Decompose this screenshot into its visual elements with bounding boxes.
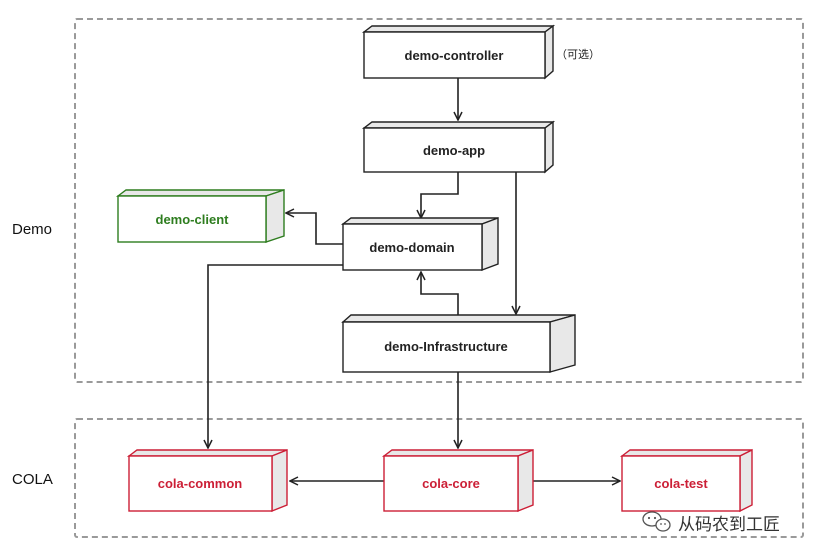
- node-demo-client: demo-client: [115, 189, 285, 243]
- node-demo-infrastructure: demo-Infrastructure: [341, 314, 576, 373]
- node-cola-common: cola-common: [126, 448, 288, 513]
- node-demo-app: demo-app: [361, 120, 556, 174]
- node-cola-test: cola-test: [619, 448, 753, 513]
- watermark-text: 从码农到工匠: [678, 515, 780, 534]
- optional-note: （可选）: [556, 49, 600, 61]
- node-cola-test-label: cola-test: [654, 476, 708, 491]
- demo-group-box: [74, 18, 804, 383]
- node-demo-domain-label: demo-domain: [369, 240, 454, 255]
- node-cola-core-label: cola-core: [422, 476, 480, 491]
- node-demo-app-label: demo-app: [423, 143, 485, 158]
- edge-domain-client: [286, 213, 343, 245]
- node-demo-infrastructure-label: demo-Infrastructure: [384, 339, 508, 354]
- cola-group-label: COLA: [12, 471, 53, 488]
- node-demo-controller: demo-controller: [361, 24, 556, 80]
- edge-domain-cola-common: [208, 264, 343, 448]
- cola-group-box: [74, 418, 804, 538]
- node-cola-core: cola-core: [381, 448, 534, 513]
- demo-group-label: Demo: [12, 221, 53, 238]
- node-demo-client-label: demo-client: [156, 212, 230, 227]
- wechat-icon: [642, 511, 671, 532]
- edge-infrastructure-domain: [421, 272, 459, 320]
- node-cola-common-label: cola-common: [158, 476, 243, 491]
- edge-app-domain: [421, 172, 459, 218]
- node-demo-domain: demo-domain: [340, 216, 499, 272]
- node-demo-controller-label: demo-controller: [405, 48, 504, 63]
